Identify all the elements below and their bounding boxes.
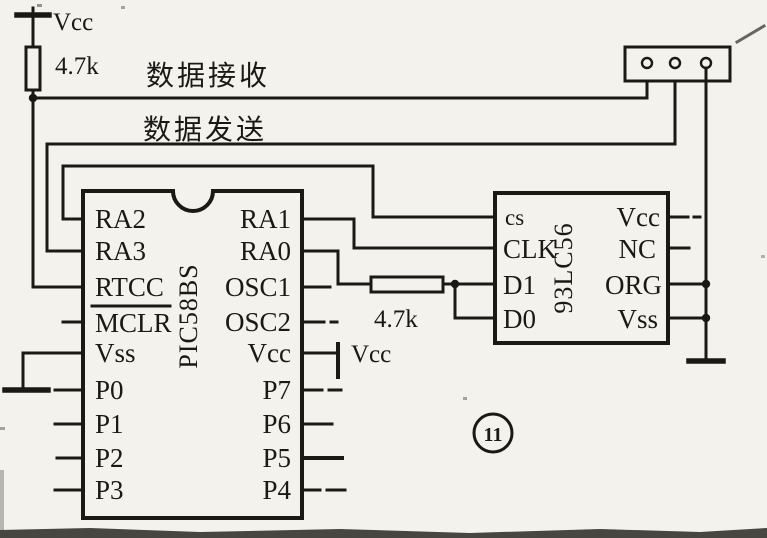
pin-label-d0: D0 — [503, 304, 536, 334]
pin-label-vcc: Vcc — [248, 338, 291, 368]
pin-label-p3: P3 — [95, 475, 124, 505]
pin-label-clk: CLK — [503, 234, 558, 264]
scan-speck — [121, 6, 125, 9]
pullup-resistor — [24, 45, 42, 92]
scan-edge-bottom — [0, 528, 767, 538]
ra1-to-clk-wire — [300, 217, 497, 250]
wire-vss-ground — [21, 351, 85, 392]
scan-speck — [0, 427, 5, 430]
pin-label-eeprom-nc: NC — [618, 234, 656, 264]
pin-label-ra3: RA3 — [95, 236, 146, 266]
figure-number-bubble: 11 — [472, 412, 514, 454]
pin-label-ra1: RA1 — [240, 204, 291, 234]
scan-speck — [463, 397, 467, 400]
connector — [623, 45, 732, 83]
scan-edge-left — [0, 470, 4, 530]
wire — [300, 249, 373, 286]
pin-label-p7: P7 — [262, 375, 291, 405]
figure-number: 11 — [484, 424, 503, 446]
junction-dot — [701, 279, 711, 289]
wire — [300, 217, 497, 250]
vcc-right-label: Vcc — [351, 341, 391, 368]
series-value-label: 4.7k — [374, 306, 418, 333]
ra0-data-network — [300, 249, 497, 320]
data-receive-wire — [31, 66, 649, 100]
pin-label-eeprom-org: ORG — [605, 270, 662, 300]
ra2-to-cs-wire — [61, 164, 497, 221]
wire — [61, 164, 497, 221]
pin-label-p6: P6 — [262, 409, 291, 439]
data-send-label: 数据发送 — [143, 114, 267, 146]
figure-circle — [472, 412, 514, 454]
pic-part-number: PIC58BS — [174, 263, 203, 368]
pin-label-mclr: MCLR — [95, 308, 172, 338]
wire — [453, 282, 497, 320]
connector-pin-2 — [668, 56, 682, 70]
pin-label-eeprom-vss: Vss — [617, 304, 658, 334]
pic-ic-body — [81, 189, 304, 520]
pin-label-p5: P5 — [262, 443, 291, 473]
series-resistor — [369, 275, 445, 294]
pin-label-p1: P1 — [95, 409, 124, 439]
pin-label-p2: P2 — [95, 443, 124, 473]
connector-pin-1 — [640, 56, 654, 70]
data-send-wire — [45, 66, 677, 253]
pin-label-eeprom-vcc: Vcc — [617, 202, 660, 232]
wire — [31, 66, 649, 100]
scan-artifacts — [0, 4, 767, 538]
pin-label-p4: P4 — [262, 475, 291, 505]
pin-label-osc2: OSC2 — [225, 307, 291, 337]
pullup-value-label: 4.7k — [55, 53, 99, 80]
data-receive-label: 数据接收 — [146, 60, 270, 92]
scan-speck — [761, 255, 765, 258]
scan-streak-topright — [734, 23, 767, 45]
junction-dot — [701, 313, 711, 323]
pin-label-rtcc: RTCC — [95, 272, 164, 302]
pin-label-p0: P0 — [95, 375, 124, 405]
pin-label-ra2: RA2 — [95, 204, 146, 234]
eeprom-part-number: 93LC56 — [549, 222, 578, 313]
pin-label-d1: D1 — [503, 270, 536, 300]
right-ground-rail — [686, 66, 726, 364]
pin-label-osc1: OSC1 — [225, 272, 291, 302]
pin-label-vss: Vss — [95, 338, 136, 368]
scan-speck — [37, 4, 42, 7]
pin-label-ra0: RA0 — [240, 236, 291, 266]
eeprom-ic: cs CLK D1 D0 Vcc NC ORG Vss 93LC56 — [493, 191, 708, 345]
pin-label-cs: cs — [505, 205, 524, 230]
wire — [45, 66, 677, 253]
vcc-top-label: Vcc — [53, 9, 93, 36]
vcc-pullup-network — [14, 6, 85, 289]
eeprom-ic-body — [493, 191, 670, 345]
pic-ic: RA2 RA3 RTCC MCLR Vss P0 P1 P2 P3 RA1 RA… — [2, 189, 347, 520]
